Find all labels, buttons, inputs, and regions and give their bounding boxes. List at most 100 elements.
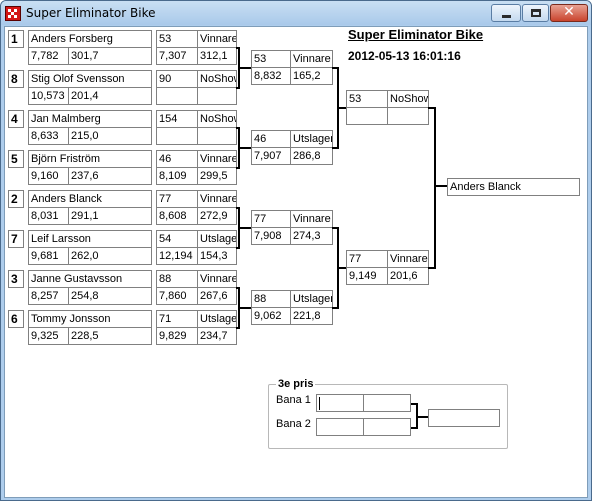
racer-name-field[interactable]: Björn Friström: [28, 150, 152, 168]
lane1-label: Bana 1: [276, 394, 311, 406]
reaction-time-field[interactable]: [156, 127, 198, 145]
speed-field[interactable]: 215,0: [68, 127, 152, 145]
winner-field[interactable]: Anders Blanck: [447, 178, 580, 196]
reaction-time-field[interactable]: 8,608: [156, 207, 198, 225]
reaction-time-field[interactable]: 12,194: [156, 247, 198, 265]
result-status-field[interactable]: Vinnare: [197, 190, 237, 208]
result-status-field[interactable]: Vinnare: [290, 50, 333, 68]
reaction-time-field[interactable]: 7,860: [156, 287, 198, 305]
speed-field[interactable]: [197, 127, 237, 145]
reaction-time-field[interactable]: 9,149: [346, 267, 388, 285]
reaction-time-field[interactable]: 7,782: [28, 47, 69, 65]
speed-field[interactable]: 299,5: [197, 167, 237, 185]
start-number-field[interactable]: 77: [251, 210, 291, 228]
title-bar[interactable]: Super Eliminator Bike ✕: [1, 1, 591, 25]
text-caret: [319, 397, 320, 410]
reaction-time-field[interactable]: [346, 107, 388, 125]
speed-field[interactable]: 272,9: [197, 207, 237, 225]
start-number-field[interactable]: 88: [156, 270, 198, 288]
start-number-field[interactable]: 71: [156, 310, 198, 328]
third-place-result[interactable]: [428, 409, 500, 427]
window-title: Super Eliminator Bike: [26, 6, 156, 20]
reaction-time-field[interactable]: 9,325: [28, 327, 69, 345]
result-status-field[interactable]: Utslagen: [197, 230, 237, 248]
speed-field[interactable]: 221,8: [290, 307, 333, 325]
reaction-time-field[interactable]: 7,908: [251, 227, 291, 245]
start-number-field[interactable]: 53: [346, 90, 388, 108]
speed-field[interactable]: 201,6: [387, 267, 429, 285]
reaction-time-field[interactable]: 7,907: [251, 147, 291, 165]
reaction-time-field[interactable]: 9,160: [28, 167, 69, 185]
start-number-field[interactable]: 46: [251, 130, 291, 148]
maximize-button[interactable]: [522, 4, 549, 22]
start-number-field[interactable]: 53: [251, 50, 291, 68]
reaction-time-field[interactable]: [156, 87, 198, 105]
speed-field[interactable]: 165,2: [290, 67, 333, 85]
speed-field[interactable]: 301,7: [68, 47, 152, 65]
speed-field[interactable]: 291,1: [68, 207, 152, 225]
result-status-field[interactable]: Utslagen: [290, 290, 333, 308]
third-place-label: 3e pris: [276, 378, 316, 390]
lane2-field-a[interactable]: [316, 418, 364, 436]
start-number-field[interactable]: 46: [156, 150, 198, 168]
racer-name-field[interactable]: Anders Forsberg: [28, 30, 152, 48]
racer-name-field[interactable]: Leif Larsson: [28, 230, 152, 248]
result-status-field[interactable]: Vinnare: [197, 150, 237, 168]
seed-number: 4: [8, 110, 24, 128]
speed-field[interactable]: 228,5: [68, 327, 152, 345]
result-status-field[interactable]: Utslagen: [197, 310, 237, 328]
racer-name-field[interactable]: Stig Olof Svensson: [28, 70, 152, 88]
result-status-field[interactable]: NoShow: [197, 70, 237, 88]
connector-line: [332, 307, 339, 309]
start-number-field[interactable]: 53: [156, 30, 198, 48]
speed-field[interactable]: 154,3: [197, 247, 237, 265]
reaction-time-field[interactable]: 7,307: [156, 47, 198, 65]
speed-field[interactable]: 274,3: [290, 227, 333, 245]
reaction-time-field[interactable]: 9,681: [28, 247, 69, 265]
result-status-field[interactable]: NoShow: [387, 90, 429, 108]
speed-field[interactable]: 234,7: [197, 327, 237, 345]
speed-field[interactable]: 254,8: [68, 287, 152, 305]
speed-field[interactable]: 286,8: [290, 147, 333, 165]
racer-name-field[interactable]: Anders Blanck: [28, 190, 152, 208]
result-status-field[interactable]: NoShow: [197, 110, 237, 128]
start-number-field[interactable]: 77: [346, 250, 388, 268]
reaction-time-field[interactable]: 8,257: [28, 287, 69, 305]
speed-field[interactable]: 237,6: [68, 167, 152, 185]
reaction-time-field[interactable]: 10,573: [28, 87, 69, 105]
speed-field[interactable]: 201,4: [68, 87, 152, 105]
start-number-field[interactable]: 88: [251, 290, 291, 308]
speed-field[interactable]: 262,0: [68, 247, 152, 265]
start-number-field[interactable]: 154: [156, 110, 198, 128]
speed-field[interactable]: [387, 107, 429, 125]
lane1-field-b[interactable]: [363, 394, 411, 412]
speed-field[interactable]: 312,1: [197, 47, 237, 65]
connector-line: [428, 267, 436, 269]
racer-name-field[interactable]: Tommy Jonsson: [28, 310, 152, 328]
lane2-field-b[interactable]: [363, 418, 411, 436]
result-status-field[interactable]: Utslagen: [290, 130, 333, 148]
connector-line: [238, 307, 252, 309]
reaction-time-field[interactable]: 9,062: [251, 307, 291, 325]
result-status-field[interactable]: Vinnare: [387, 250, 429, 268]
racer-name-field[interactable]: Janne Gustavsson: [28, 270, 152, 288]
start-number-field[interactable]: 90: [156, 70, 198, 88]
reaction-time-field[interactable]: 8,633: [28, 127, 69, 145]
minimize-button[interactable]: [491, 4, 521, 22]
seed-number: 8: [8, 70, 24, 88]
reaction-time-field[interactable]: 8,031: [28, 207, 69, 225]
racer-name-field[interactable]: Jan Malmberg: [28, 110, 152, 128]
result-status-field[interactable]: Vinnare: [197, 30, 237, 48]
result-status-field[interactable]: Vinnare: [290, 210, 333, 228]
checkered-flag-icon[interactable]: [5, 6, 21, 21]
start-number-field[interactable]: 77: [156, 190, 198, 208]
lane1-field-a[interactable]: [316, 394, 364, 412]
speed-field[interactable]: [197, 87, 237, 105]
reaction-time-field[interactable]: 8,109: [156, 167, 198, 185]
start-number-field[interactable]: 54: [156, 230, 198, 248]
result-status-field[interactable]: Vinnare: [197, 270, 237, 288]
reaction-time-field[interactable]: 9,829: [156, 327, 198, 345]
speed-field[interactable]: 267,6: [197, 287, 237, 305]
reaction-time-field[interactable]: 8,832: [251, 67, 291, 85]
close-button[interactable]: ✕: [550, 4, 588, 22]
